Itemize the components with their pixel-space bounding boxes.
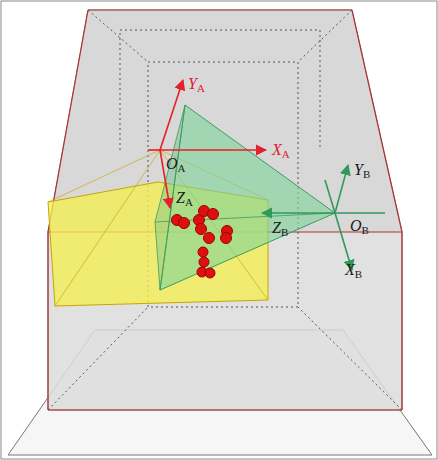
point-cloud: [172, 206, 233, 279]
room-front-edges: [48, 10, 402, 410]
axis-label: ZA: [176, 190, 193, 208]
axis-label: OA: [166, 156, 186, 174]
axis-label: YA: [188, 76, 205, 94]
axis-label: ZB: [272, 220, 288, 238]
room-box: [48, 10, 402, 410]
axis-label: XA: [272, 142, 290, 160]
axis-label: YB: [354, 162, 370, 180]
camera-b-frustum: [155, 105, 335, 290]
axes-b: [262, 165, 385, 270]
hidden-edges: [48, 10, 402, 410]
axes-a: [148, 80, 266, 208]
room-edge: [88, 10, 352, 11]
axis-label: XB: [345, 262, 362, 280]
axis-label: OB: [350, 218, 369, 236]
